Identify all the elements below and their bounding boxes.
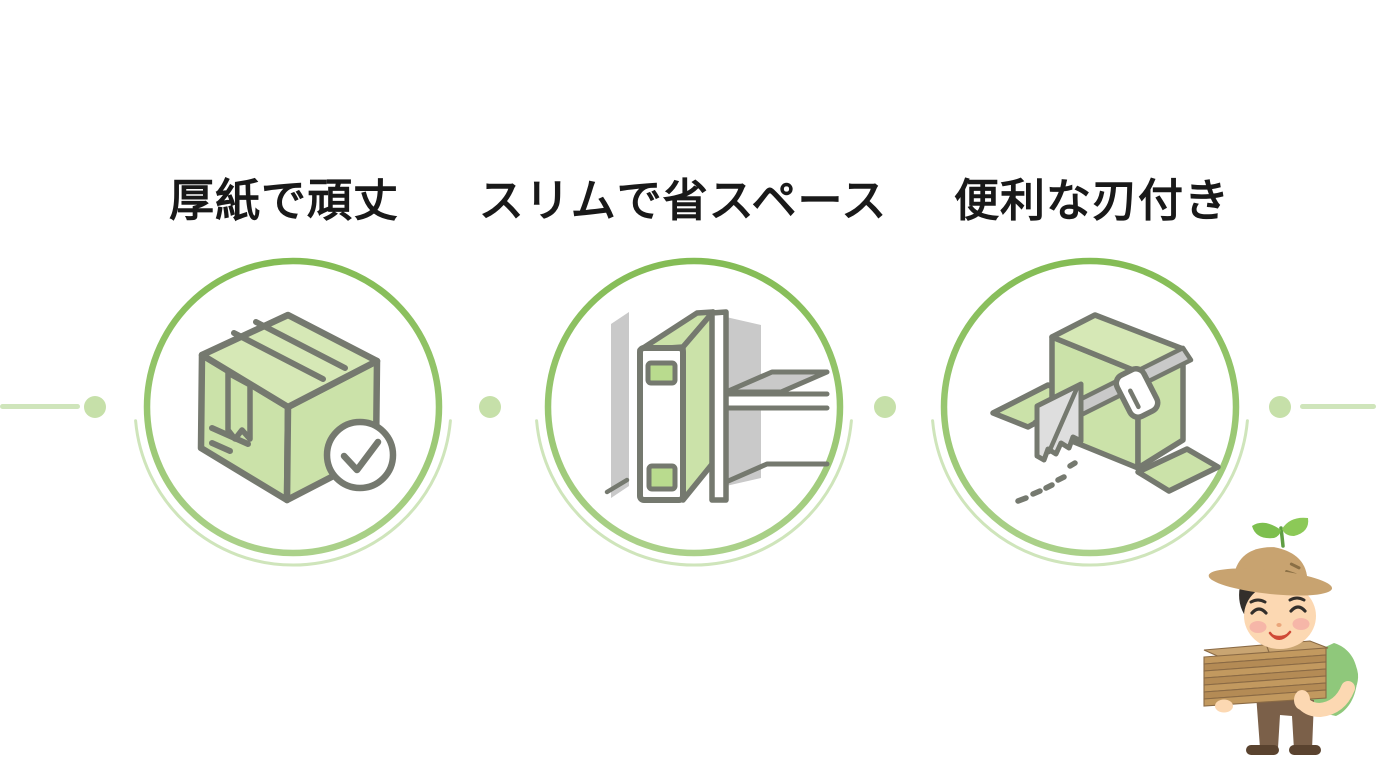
cardboard-stack (1203, 640, 1329, 707)
decor-arc (931, 419, 1249, 567)
connector-dot (1269, 396, 1291, 418)
box-check-icon (197, 311, 397, 504)
feature-circle-blade (931, 257, 1249, 567)
connector-dot (84, 396, 106, 418)
decor-arc (134, 419, 452, 567)
feature-circle-sturdy (134, 257, 452, 567)
decor-arc (535, 419, 853, 567)
cutter-blade-icon (990, 312, 1221, 504)
connector-line-right (1300, 404, 1376, 409)
feature-title-blade: 便利な刃付き (953, 175, 1230, 226)
connector-line-left (0, 404, 80, 409)
check-icon (340, 438, 382, 474)
feature-circle-slim (535, 257, 853, 567)
connector-dot (479, 396, 501, 418)
connector-dot (874, 396, 896, 418)
check-circle-icon (323, 418, 397, 492)
feature-title-sturdy: 厚紙で頑丈 (168, 175, 399, 226)
slim-storage-icon (604, 309, 830, 503)
feature-title-slim: スリムで省スペース (478, 175, 888, 226)
farmer-character (1203, 517, 1359, 755)
farmer-head (1208, 517, 1333, 649)
